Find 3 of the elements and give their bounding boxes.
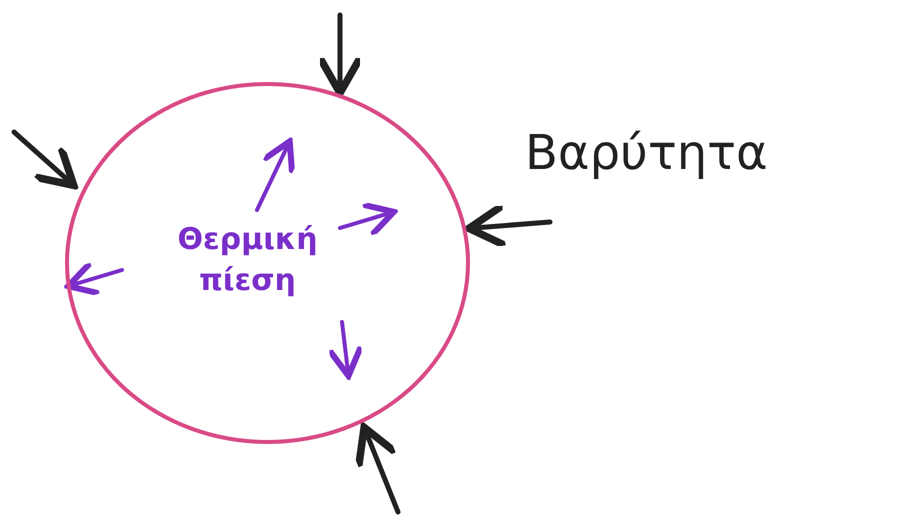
star-circle xyxy=(65,82,470,444)
pressure-label: Θερμική πίεση xyxy=(176,221,319,300)
force-label: Βαρύτητα xyxy=(525,125,768,181)
